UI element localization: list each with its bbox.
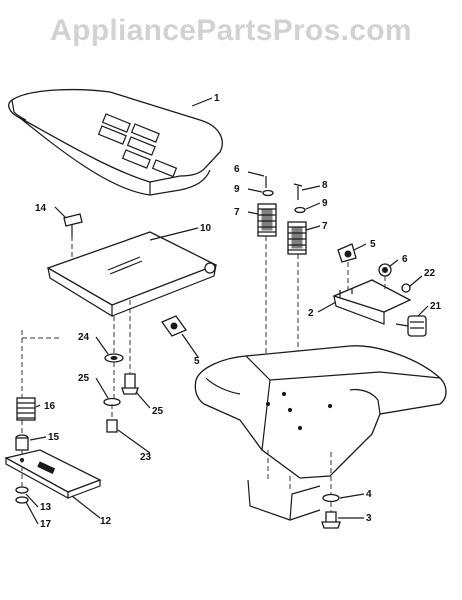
callout-16: 16 bbox=[44, 401, 56, 412]
frame-washer-part bbox=[322, 493, 340, 503]
bolt-part bbox=[121, 373, 139, 395]
callout-13: 13 bbox=[40, 502, 52, 513]
adjuster-bracket-part bbox=[332, 279, 412, 325]
spring-right-part bbox=[287, 183, 307, 255]
callout-25: 25 bbox=[152, 406, 164, 417]
callout-25: 25 bbox=[78, 373, 90, 384]
washer-part bbox=[104, 353, 124, 363]
callout-3: 3 bbox=[366, 513, 372, 524]
callout-14: 14 bbox=[35, 203, 47, 214]
retainer-part bbox=[378, 263, 392, 277]
frame-bolt-part bbox=[321, 511, 341, 529]
spring-part bbox=[16, 397, 36, 421]
spring-left-part bbox=[257, 176, 277, 237]
callout-6: 6 bbox=[402, 254, 408, 265]
callout-2: 2 bbox=[308, 308, 314, 319]
adjuster-knob-part bbox=[395, 315, 427, 337]
callout-17: 17 bbox=[40, 519, 52, 530]
seat-pan-part bbox=[46, 231, 218, 318]
callout-12: 12 bbox=[100, 516, 112, 527]
callout-9: 9 bbox=[234, 184, 240, 195]
seat-part bbox=[8, 88, 223, 196]
clip-part bbox=[337, 243, 357, 263]
tractor-frame bbox=[194, 345, 447, 521]
callout-7: 7 bbox=[322, 221, 328, 232]
callout-7: 7 bbox=[234, 207, 240, 218]
callout-1: 1 bbox=[214, 93, 220, 104]
pivot-bracket-part bbox=[161, 315, 187, 337]
callout-9: 9 bbox=[322, 198, 328, 209]
callout-22: 22 bbox=[424, 268, 436, 279]
callout-21: 21 bbox=[430, 301, 442, 312]
callout-8: 8 bbox=[322, 180, 328, 191]
slide-rail-part bbox=[4, 449, 102, 500]
callout-23: 23 bbox=[140, 452, 152, 463]
callout-labels: 1 6 9 7 8 9 7 14 10 5 6 22 2 21 24 5 25 … bbox=[35, 93, 442, 530]
leader-lines bbox=[25, 97, 429, 525]
callout-5: 5 bbox=[194, 356, 200, 367]
callout-6: 6 bbox=[234, 164, 240, 175]
callout-4: 4 bbox=[366, 489, 372, 500]
watermark: AppliancePartsPros.com bbox=[50, 14, 412, 47]
spacer-part bbox=[15, 434, 29, 451]
callout-5: 5 bbox=[370, 239, 376, 250]
seat-knob-part bbox=[63, 213, 83, 238]
bushing-part bbox=[103, 397, 121, 433]
callout-24: 24 bbox=[78, 332, 90, 343]
callout-10: 10 bbox=[200, 223, 212, 234]
lock-washer-part bbox=[401, 283, 411, 293]
callout-15: 15 bbox=[48, 432, 60, 443]
